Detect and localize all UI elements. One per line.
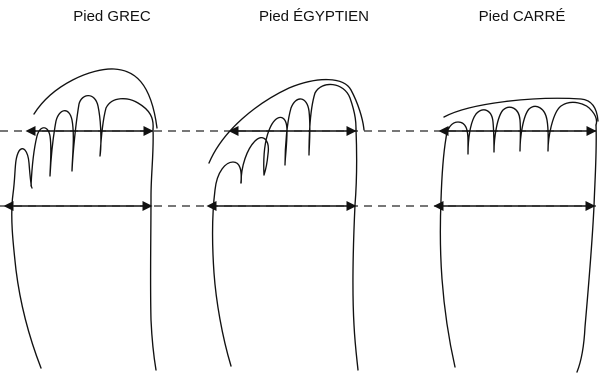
pied-carre-drawing	[440, 98, 598, 372]
carre-foot-outline	[440, 125, 596, 372]
grec-foot-outline	[12, 129, 156, 370]
egyptien-toes	[241, 84, 356, 183]
grec-toes	[31, 96, 153, 186]
reference-lines	[0, 131, 599, 206]
carre-outer-arc	[444, 98, 598, 121]
pied-grec-drawing	[12, 69, 157, 370]
pied-egyptien-drawing	[209, 80, 364, 370]
carre-toes	[446, 102, 597, 154]
